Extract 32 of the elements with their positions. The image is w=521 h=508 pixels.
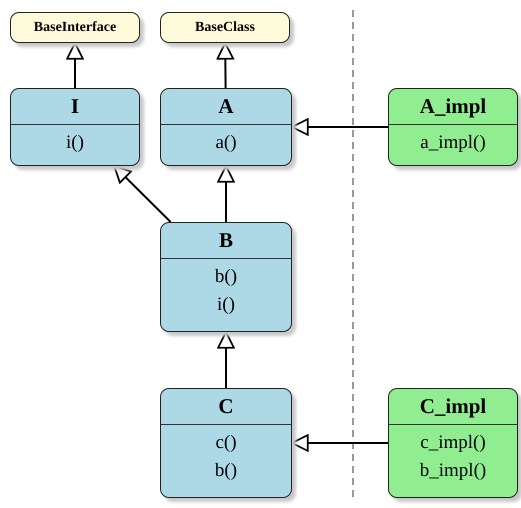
class-name: A_impl [389, 89, 517, 125]
method-name: b() [214, 459, 238, 483]
class-box [160, 222, 292, 332]
method-name: i() [65, 131, 85, 155]
inheritance-arrow [113, 165, 172, 223]
inheritance-arrow [216, 42, 234, 88]
class-box [388, 388, 518, 498]
class-name: I [11, 89, 139, 125]
method-name: b() [214, 265, 238, 289]
class-box [388, 88, 518, 166]
stereotype-box [160, 12, 290, 43]
inheritance-arrow [217, 331, 235, 388]
inheritance-arrow [291, 434, 388, 452]
class-name: A [161, 89, 291, 125]
method-name: c_impl() [419, 431, 487, 455]
inheritance-arrow [291, 118, 388, 136]
class-box [10, 88, 140, 166]
class-name: B [161, 223, 291, 259]
method-name: a_impl() [419, 131, 487, 155]
class-name: BaseInterface [34, 20, 116, 36]
inheritance-arrow [217, 165, 235, 222]
method-name: a() [214, 131, 238, 155]
inheritance-arrow [66, 42, 84, 88]
method-name: c() [214, 431, 238, 455]
class-box [160, 388, 292, 498]
class-box [160, 88, 292, 166]
class-name: C_impl [389, 389, 517, 425]
stereotype-box [10, 12, 140, 43]
method-name: b_impl() [418, 459, 488, 483]
class-name: BaseClass [195, 20, 255, 36]
method-name: i() [216, 293, 236, 317]
class-name: C [161, 389, 291, 425]
